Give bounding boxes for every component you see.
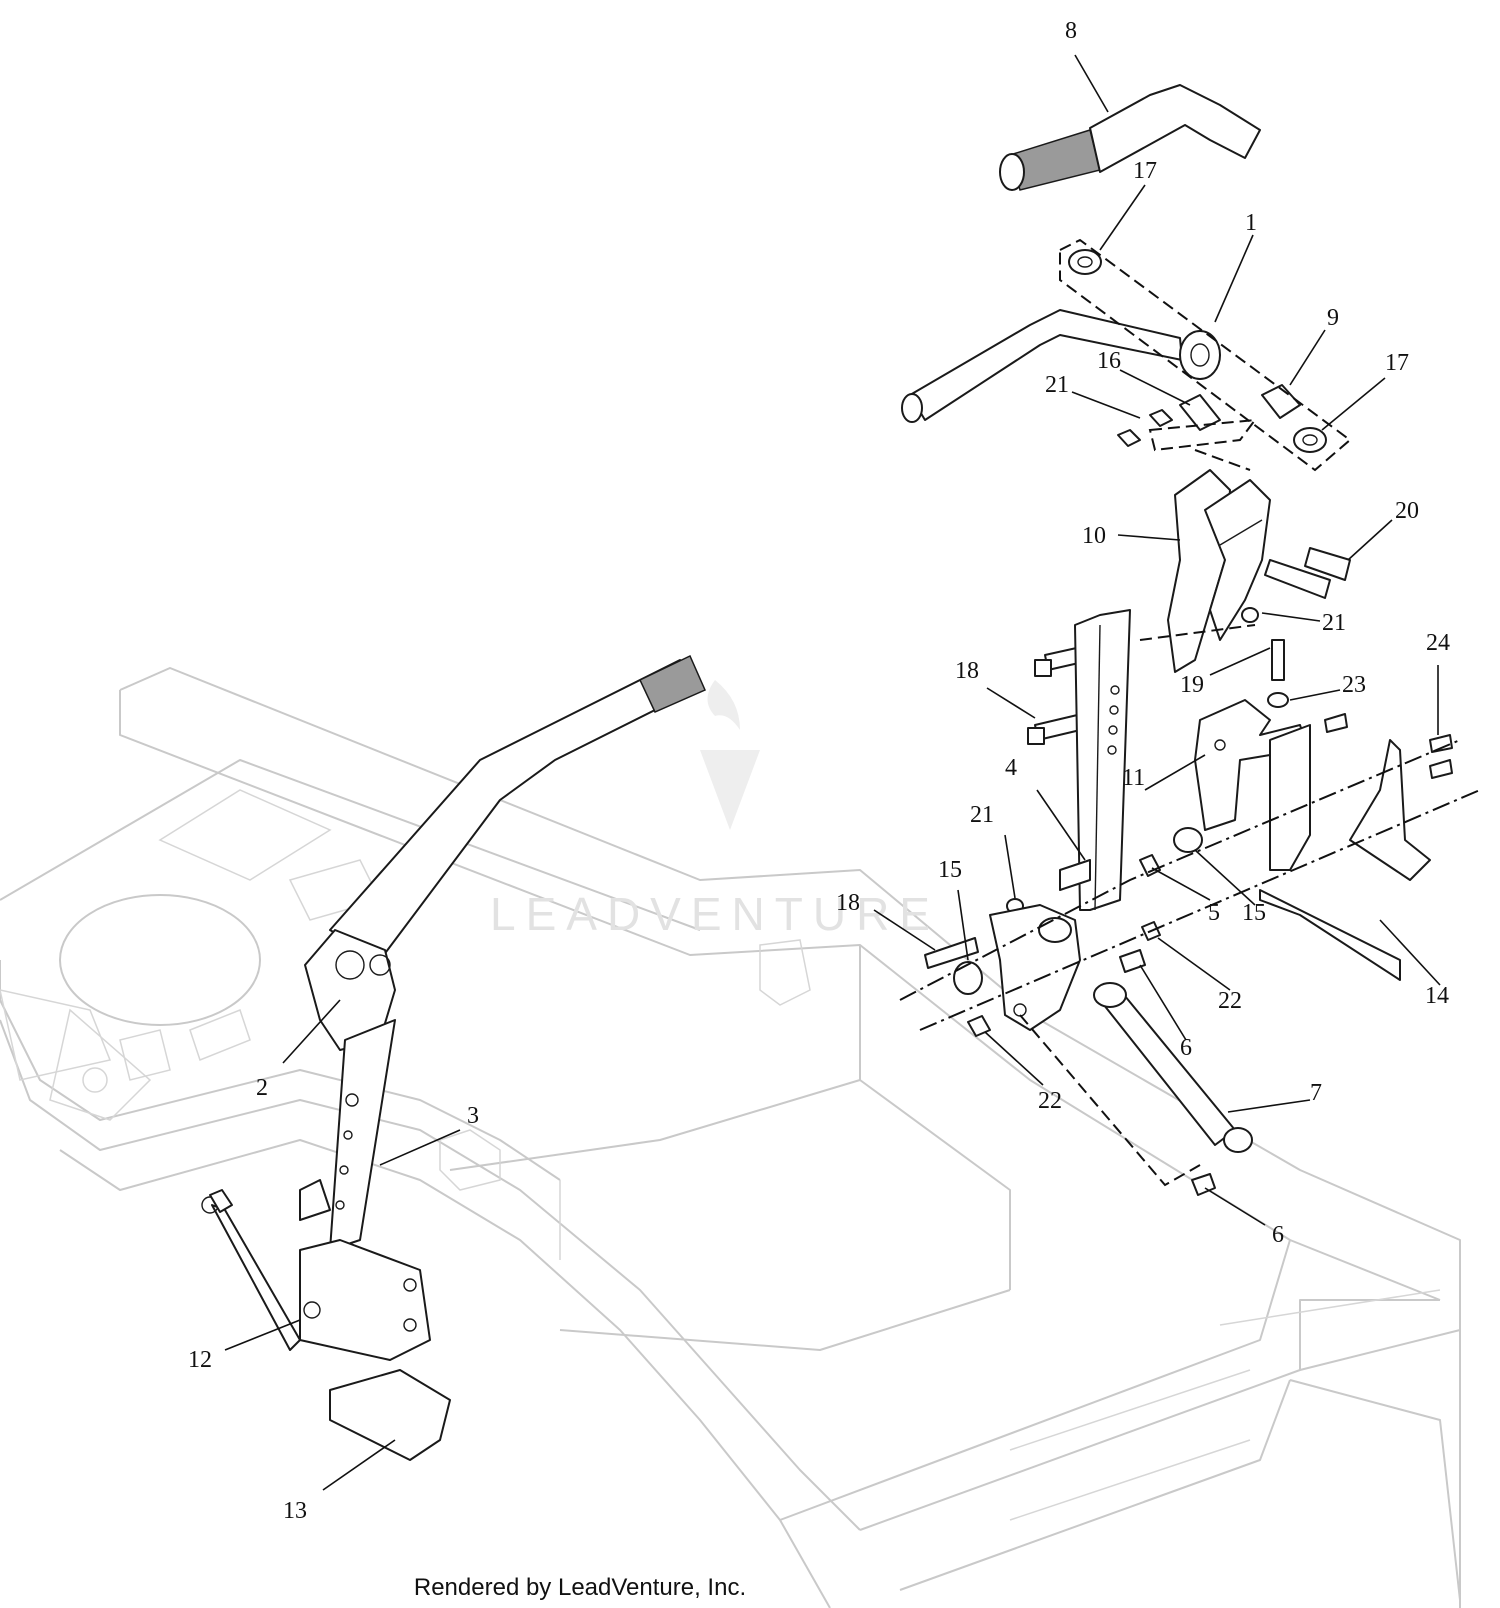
callout-4: 4: [1005, 755, 1017, 781]
callout-23: 23: [1342, 672, 1366, 698]
callout-21-mid: 21: [1322, 610, 1346, 636]
callout-3: 3: [467, 1103, 479, 1129]
callout-17-right: 17: [1385, 350, 1409, 376]
callout-7: 7: [1310, 1080, 1322, 1106]
control-lever-assembly: [201, 654, 706, 1461]
callout-16: 16: [1097, 348, 1121, 374]
callout-21-low: 21: [970, 802, 994, 828]
callout-5: 5: [1208, 900, 1220, 926]
callout-22-right: 22: [1218, 988, 1242, 1014]
callout-9: 9: [1327, 305, 1339, 331]
callout-11: 11: [1122, 765, 1145, 791]
callout-18-low: 18: [836, 890, 860, 916]
callout-21-top: 21: [1045, 372, 1069, 398]
callout-1: 1: [1245, 210, 1257, 236]
leader-lines: [224, 54, 1441, 1491]
callout-15-right: 15: [1242, 900, 1266, 926]
exploded-parts: [209, 84, 1453, 1213]
callout-19: 19: [1180, 672, 1204, 698]
callout-6-bottom: 6: [1272, 1222, 1284, 1248]
watermark-text: LEADVENTURE: [490, 888, 940, 940]
callout-14: 14: [1425, 983, 1449, 1009]
grip-part: [1009, 129, 1101, 191]
callout-18-top: 18: [955, 658, 979, 684]
watermark: LEADVENTURE: [490, 680, 940, 940]
callout-6-top: 6: [1180, 1035, 1192, 1061]
callout-17-top: 17: [1133, 158, 1157, 184]
callout-24: 24: [1426, 630, 1450, 656]
callout-8: 8: [1065, 18, 1077, 44]
assembly-lines: [899, 238, 1481, 1187]
callout-2: 2: [256, 1075, 268, 1101]
callout-12: 12: [188, 1347, 212, 1373]
mower-frame: [0, 667, 1461, 1608]
callout-13: 13: [283, 1498, 307, 1524]
callout-22-left: 22: [1038, 1088, 1062, 1114]
callout-20: 20: [1395, 498, 1419, 524]
render-credit: Rendered by LeadVenture, Inc.: [413, 1574, 747, 1601]
callout-15-left: 15: [938, 857, 962, 883]
callout-10: 10: [1082, 523, 1106, 549]
callouts: 8 17 1 9 17 16 21 10 20 21 18 19 23 24 4…: [188, 18, 1450, 1524]
